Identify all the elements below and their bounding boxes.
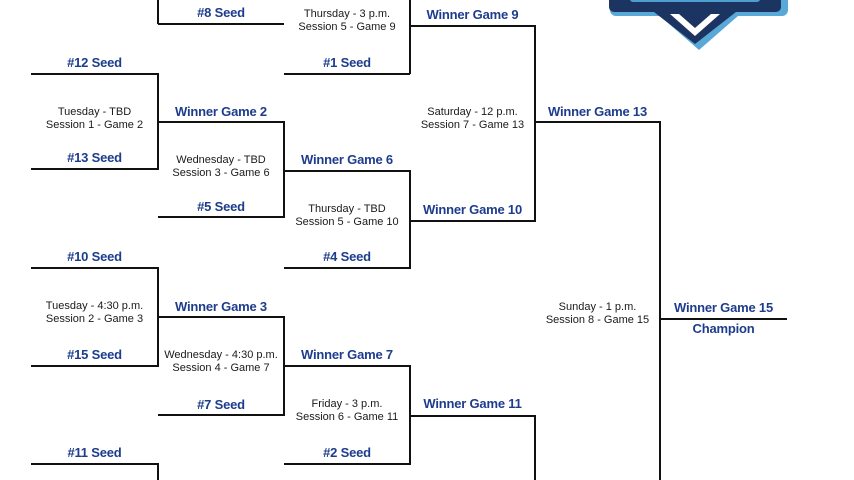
bracket-line-game10-v [409, 170, 411, 269]
game-info-2-line1: Tuesday - TBD [57, 106, 132, 118]
game-info-11: Friday - 3 p.m. Session 6 - Game 11 [284, 398, 410, 424]
bracket-line-winner-game-9 [410, 25, 535, 27]
game-info-9-line1: Thursday - 3 p.m. [303, 8, 391, 20]
bracket-line-seed-15 [31, 365, 158, 367]
winner-label-game-7: Winner Game 7 [301, 347, 393, 362]
logo-chevron-inner [679, 14, 711, 28]
game-info-15-line1: Sunday - 1 p.m. [558, 301, 637, 313]
winner-label-game-2: Winner Game 2 [175, 104, 267, 119]
bracket-line-winner-game-2 [158, 121, 284, 123]
bracket-line-seed-8 [158, 23, 284, 25]
seed-label-4: #4 Seed [323, 249, 371, 264]
seed-label-13: #13 Seed [67, 150, 122, 165]
game-info-6-line2: Session 3 - Game 6 [172, 167, 270, 179]
game-info-7-line2: Session 4 - Game 7 [172, 362, 270, 374]
game-info-10: Thursday - TBD Session 5 - Game 10 [284, 203, 410, 229]
winner-label-game-6: Winner Game 6 [301, 152, 393, 167]
bracket-line-seed-2 [284, 463, 410, 465]
bracket-line-game4-v [157, 463, 159, 480]
logo-hoover-bar [630, 0, 760, 2]
bracket-line-winner-game-6 [284, 170, 410, 172]
game-info-2-line2: Session 1 - Game 2 [45, 119, 144, 131]
seed-label-12: #12 Seed [67, 55, 122, 70]
bracket-line-winner-game-13 [535, 121, 660, 123]
game-info-3-line1: Tuesday - 4:30 p.m. [45, 300, 144, 312]
game-info-10-line2: Session 5 - Game 10 [295, 216, 399, 228]
seed-label-8: #8 Seed [197, 5, 245, 20]
winner-label-game-11: Winner Game 11 [423, 396, 522, 411]
game-info-9: Thursday - 3 p.m. Session 5 - Game 9 [284, 8, 410, 34]
winner-label-game-3: Winner Game 3 [175, 299, 267, 314]
game-info-13: Saturday - 12 p.m. Session 7 - Game 13 [410, 106, 535, 132]
winner-label-game-13: Winner Game 13 [548, 104, 647, 119]
game-info-15-line2: Session 8 - Game 15 [545, 314, 650, 326]
bracket-line-winner-game-10 [410, 220, 535, 222]
logo-hoover-text: HOOVER [655, 0, 735, 1]
bracket-line-winner-game-11 [410, 415, 535, 417]
bracket-line-seed-11 [31, 463, 158, 465]
seed-label-7: #7 Seed [197, 397, 245, 412]
bracket-line-game6-v [283, 121, 285, 218]
game-info-11-line1: Friday - 3 p.m. [311, 398, 383, 410]
bracket-line-winner-game-3 [158, 316, 284, 318]
seed-label-15: #15 Seed [67, 347, 122, 362]
seed-label-1: #1 Seed [323, 55, 371, 70]
game-info-7-line1: Wednesday - 4:30 p.m. [164, 349, 278, 361]
game-info-13-line2: Session 7 - Game 13 [420, 119, 525, 131]
game-info-9-line2: Session 5 - Game 9 [298, 21, 396, 33]
game-info-11-line2: Session 6 - Game 11 [295, 411, 399, 423]
bracket-line-seed-4 [284, 267, 410, 269]
game-info-13-line1: Saturday - 12 p.m. [427, 106, 518, 118]
bracket-line-seed-1 [284, 73, 410, 75]
bracket-line-seed-7 [158, 414, 284, 416]
game-info-10-line1: Thursday - TBD [308, 203, 386, 215]
champion-label: Champion [692, 321, 755, 336]
bracket-line-seed-12 [31, 73, 158, 75]
tournament-hoover-logo: TOURNAMENT HOOVER [600, 0, 790, 54]
game-info-15: Sunday - 1 p.m. Session 8 - Game 15 [535, 301, 660, 327]
bracket-line-game1-v [157, 0, 159, 24]
game-info-7: Wednesday - 4:30 p.m. Session 4 - Game 7 [156, 349, 286, 375]
seed-label-10: #10 Seed [67, 249, 122, 264]
game-info-3-line2: Session 2 - Game 3 [45, 313, 144, 325]
seed-label-11: #11 Seed [67, 445, 122, 460]
seed-label-5: #5 Seed [197, 199, 245, 214]
winner-label-game-15: Winner Game 15 [674, 300, 773, 315]
bracket-line-game9-v [409, 0, 411, 74]
game-info-6: Wednesday - TBD Session 3 - Game 6 [158, 154, 284, 180]
game-info-3: Tuesday - 4:30 p.m. Session 2 - Game 3 [31, 300, 158, 326]
bracket-line-seed-13 [31, 168, 158, 170]
bracket-line-game15-v [659, 121, 661, 480]
bracket-line-winner-game-7 [284, 365, 410, 367]
bracket-line-game14-v [534, 415, 536, 480]
bracket-line-champion [660, 318, 787, 320]
bracket-line-seed-10 [31, 267, 158, 269]
bracket-line-seed-5 [158, 216, 284, 218]
winner-label-game-9: Winner Game 9 [426, 7, 519, 22]
game-info-2: Tuesday - TBD Session 1 - Game 2 [31, 106, 158, 132]
seed-label-2: #2 Seed [323, 445, 371, 460]
bracket-line-game13-v [534, 25, 536, 222]
winner-label-game-10: Winner Game 10 [423, 202, 522, 217]
game-info-6-line1: Wednesday - TBD [176, 154, 266, 166]
